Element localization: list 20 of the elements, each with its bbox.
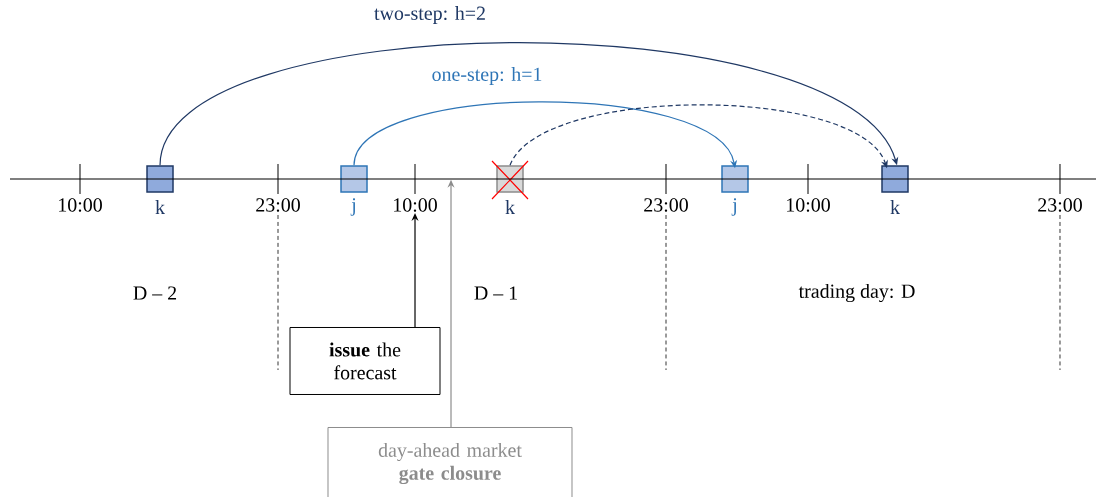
slot-letter: j [350,198,356,216]
gate-closure-box: day-ahead market gate closure [327,427,573,497]
slot-letter: k [890,200,900,214]
time-label: 23:00 [1038,198,1082,212]
forecast-box: issue the forecast [289,327,441,395]
slot-letter: k [505,200,515,214]
time-label: 10:00 [787,198,830,212]
time-label: 10:00 [59,198,102,212]
edge-label: one-step: h=1 [430,65,544,87]
time-label: 23:00 [256,198,300,212]
day-label: trading day: D [798,283,915,303]
slot-letter: k [155,200,165,214]
timeline-axis [10,178,1096,180]
edge-label: two-step: h=2 [373,4,487,26]
time-label: 10:00 [394,198,437,212]
day-label: D – 1 [474,286,517,300]
arrow [159,42,899,166]
day-label: D – 2 [133,286,177,300]
slot-letter: j [731,198,737,216]
time-label: 23:00 [644,198,688,212]
